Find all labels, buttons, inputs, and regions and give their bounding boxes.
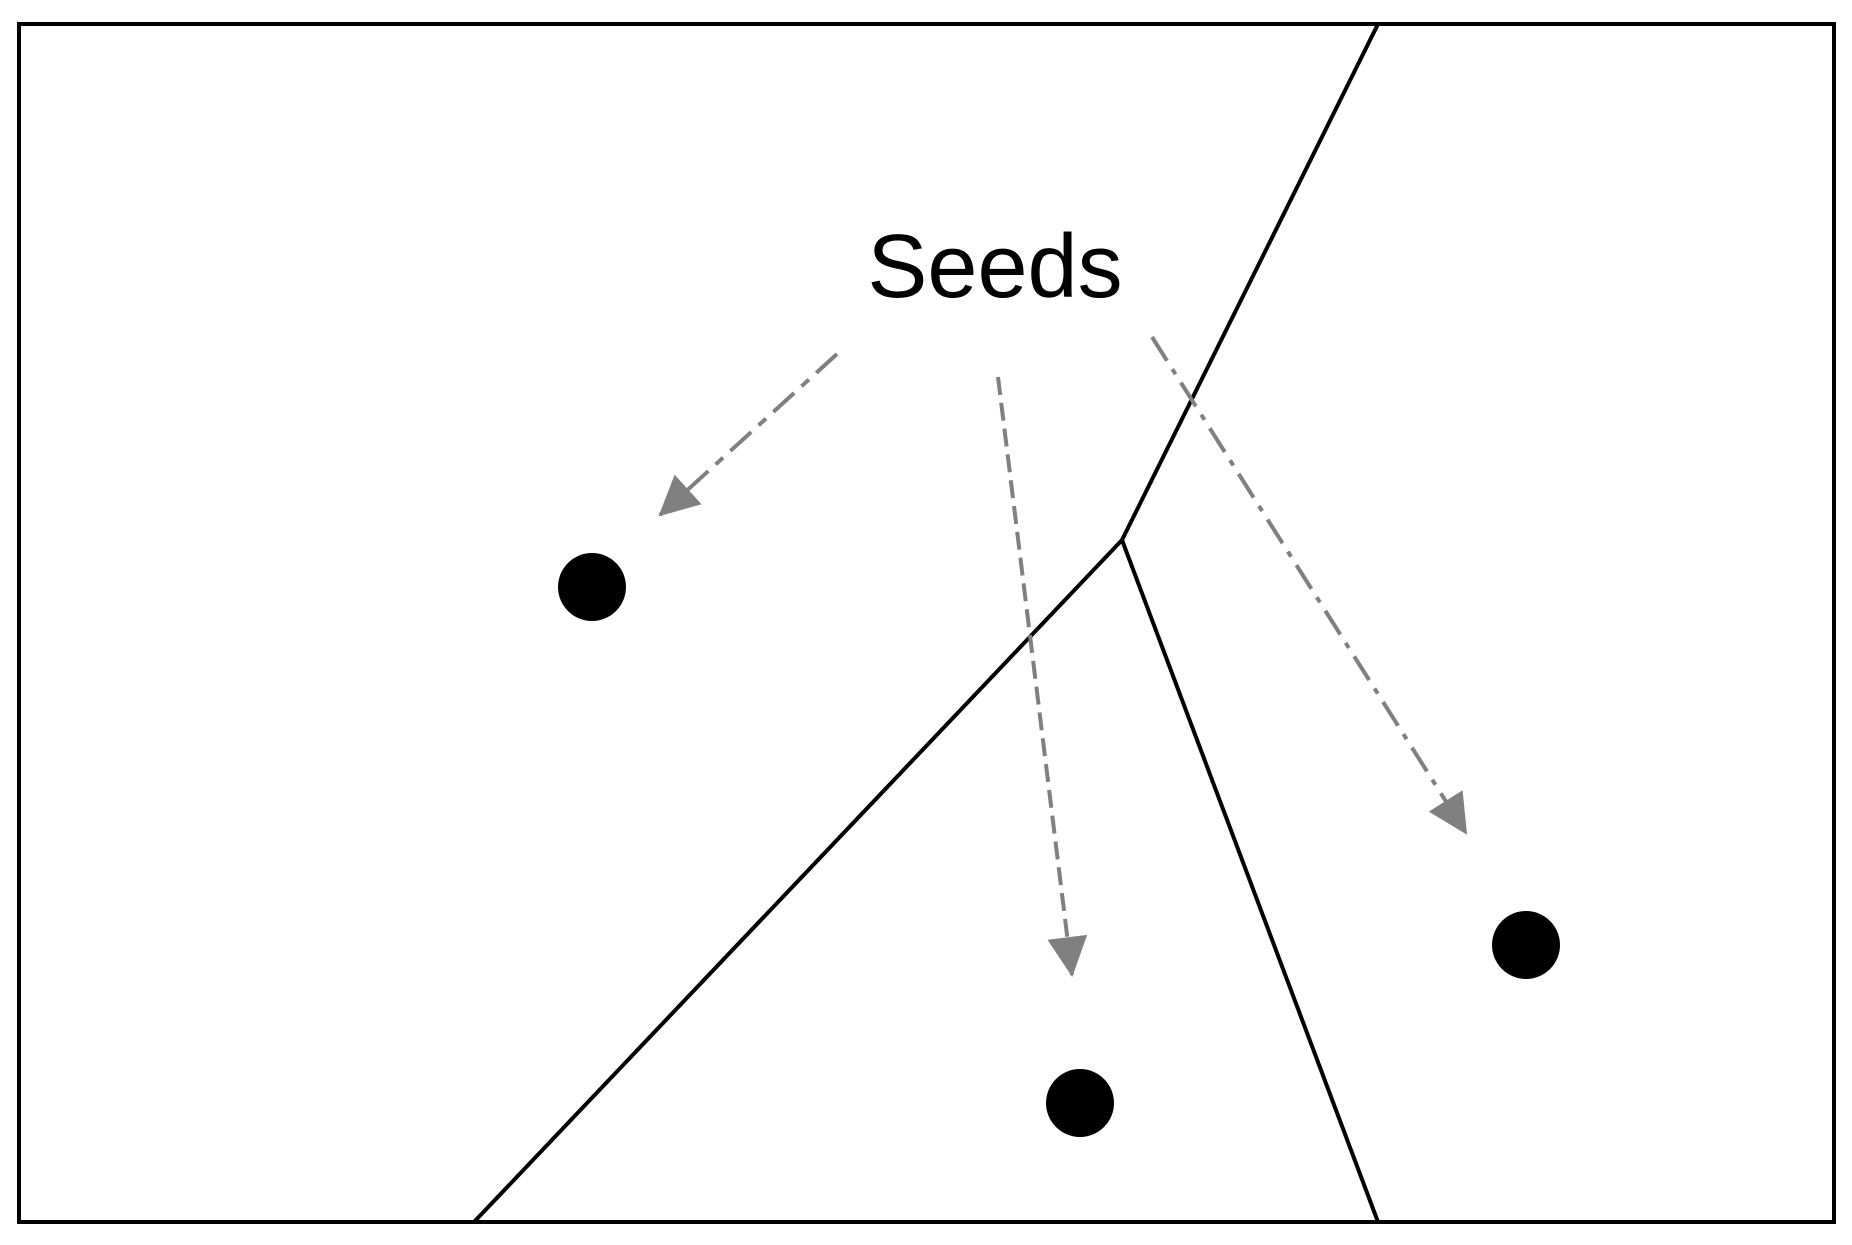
edge-top	[1120, 23, 1380, 541]
arrow-to-right-seed	[1150, 335, 1468, 835]
diagram-frame	[17, 22, 1836, 1224]
seed-point-left	[558, 553, 626, 621]
edge-left	[472, 538, 1124, 1224]
seed-points	[558, 553, 1560, 1137]
arrow-to-left-seed	[658, 352, 839, 517]
arrow-to-bottom-seed	[996, 376, 1088, 977]
cell-edges	[472, 23, 1380, 1224]
seed-arrows	[658, 335, 1468, 977]
seed-point-right	[1492, 911, 1560, 979]
edge-right	[1120, 539, 1380, 1223]
seed-point-bottom	[1046, 1069, 1114, 1137]
seeds-label: Seeds	[867, 217, 1122, 317]
